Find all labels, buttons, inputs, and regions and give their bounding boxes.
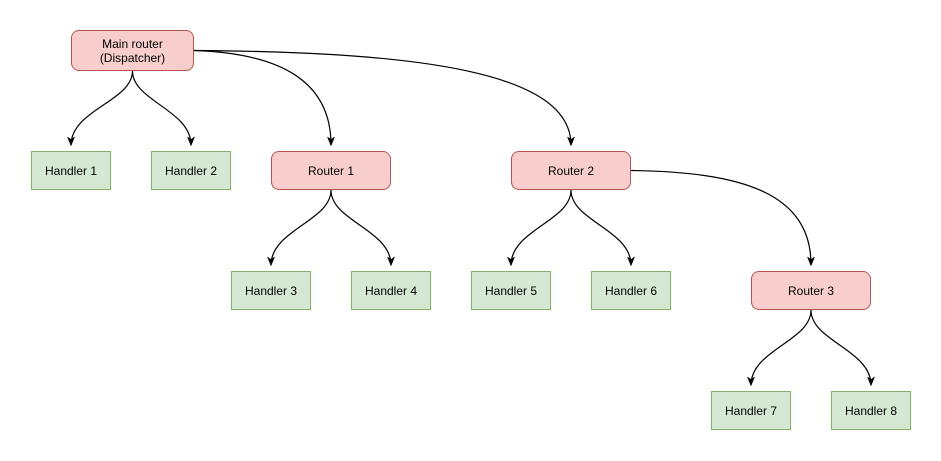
node-handler-6-label: Handler 6 (604, 283, 658, 298)
node-router-1-label: Router 1 (307, 163, 355, 178)
node-router-2-label: Router 2 (547, 163, 595, 178)
node-handler-8-label: Handler 8 (844, 403, 898, 418)
node-main-router-label: Main router (Dispatcher) (99, 36, 166, 65)
node-main-router[interactable]: Main router (Dispatcher) (71, 30, 194, 71)
node-router-3-label: Router 3 (787, 283, 835, 298)
edge-router3-handler8 (810, 309, 875, 386)
edge-router1-handler4 (330, 189, 395, 266)
node-router-1[interactable]: Router 1 (271, 151, 391, 190)
node-handler-2-label: Handler 2 (164, 163, 218, 178)
node-handler-2[interactable]: Handler 2 (151, 151, 231, 190)
edge-router2-handler5 (507, 189, 572, 266)
node-handler-5-label: Handler 5 (484, 283, 538, 298)
edge-router2-router3 (630, 169, 815, 266)
node-handler-4[interactable]: Handler 4 (351, 271, 431, 310)
node-handler-7-label: Handler 7 (724, 403, 778, 418)
node-router-2[interactable]: Router 2 (511, 151, 631, 190)
node-router-3[interactable]: Router 3 (751, 271, 871, 310)
node-handler-1[interactable]: Handler 1 (31, 151, 111, 190)
node-handler-4-label: Handler 4 (364, 283, 418, 298)
node-handler-5[interactable]: Handler 5 (471, 271, 551, 310)
node-handler-3-label: Handler 3 (244, 283, 298, 298)
node-handler-8[interactable]: Handler 8 (831, 391, 911, 430)
edge-main-handler1 (67, 70, 134, 146)
edge-router3-handler7 (747, 309, 812, 386)
node-handler-7[interactable]: Handler 7 (711, 391, 791, 430)
edge-router2-handler6 (570, 189, 635, 266)
node-handler-6[interactable]: Handler 6 (591, 271, 671, 310)
edge-main-router2 (193, 49, 575, 146)
edge-main-router1 (193, 49, 335, 146)
node-handler-3[interactable]: Handler 3 (231, 271, 311, 310)
edge-router1-handler3 (267, 189, 332, 266)
edge-main-handler2 (131, 70, 195, 146)
node-handler-1-label: Handler 1 (44, 163, 98, 178)
